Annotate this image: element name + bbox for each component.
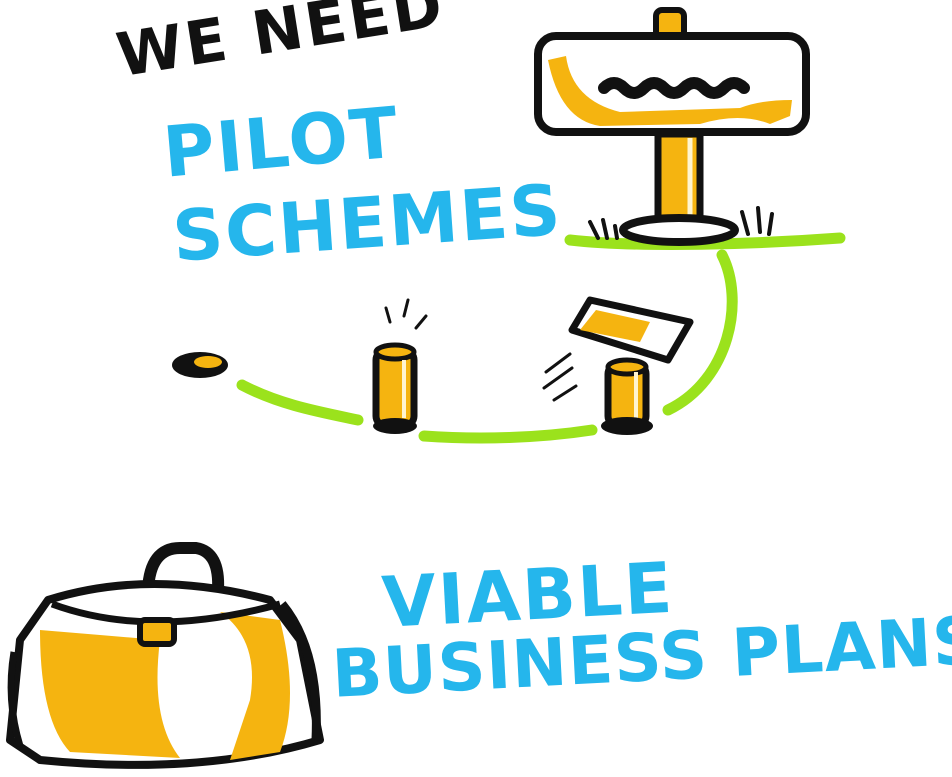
stub-post-icon <box>372 298 428 434</box>
signpost-icon <box>534 7 810 246</box>
fallen-post-icon <box>542 296 694 435</box>
briefcase-icon <box>6 542 324 769</box>
post-base-icon <box>172 352 228 378</box>
